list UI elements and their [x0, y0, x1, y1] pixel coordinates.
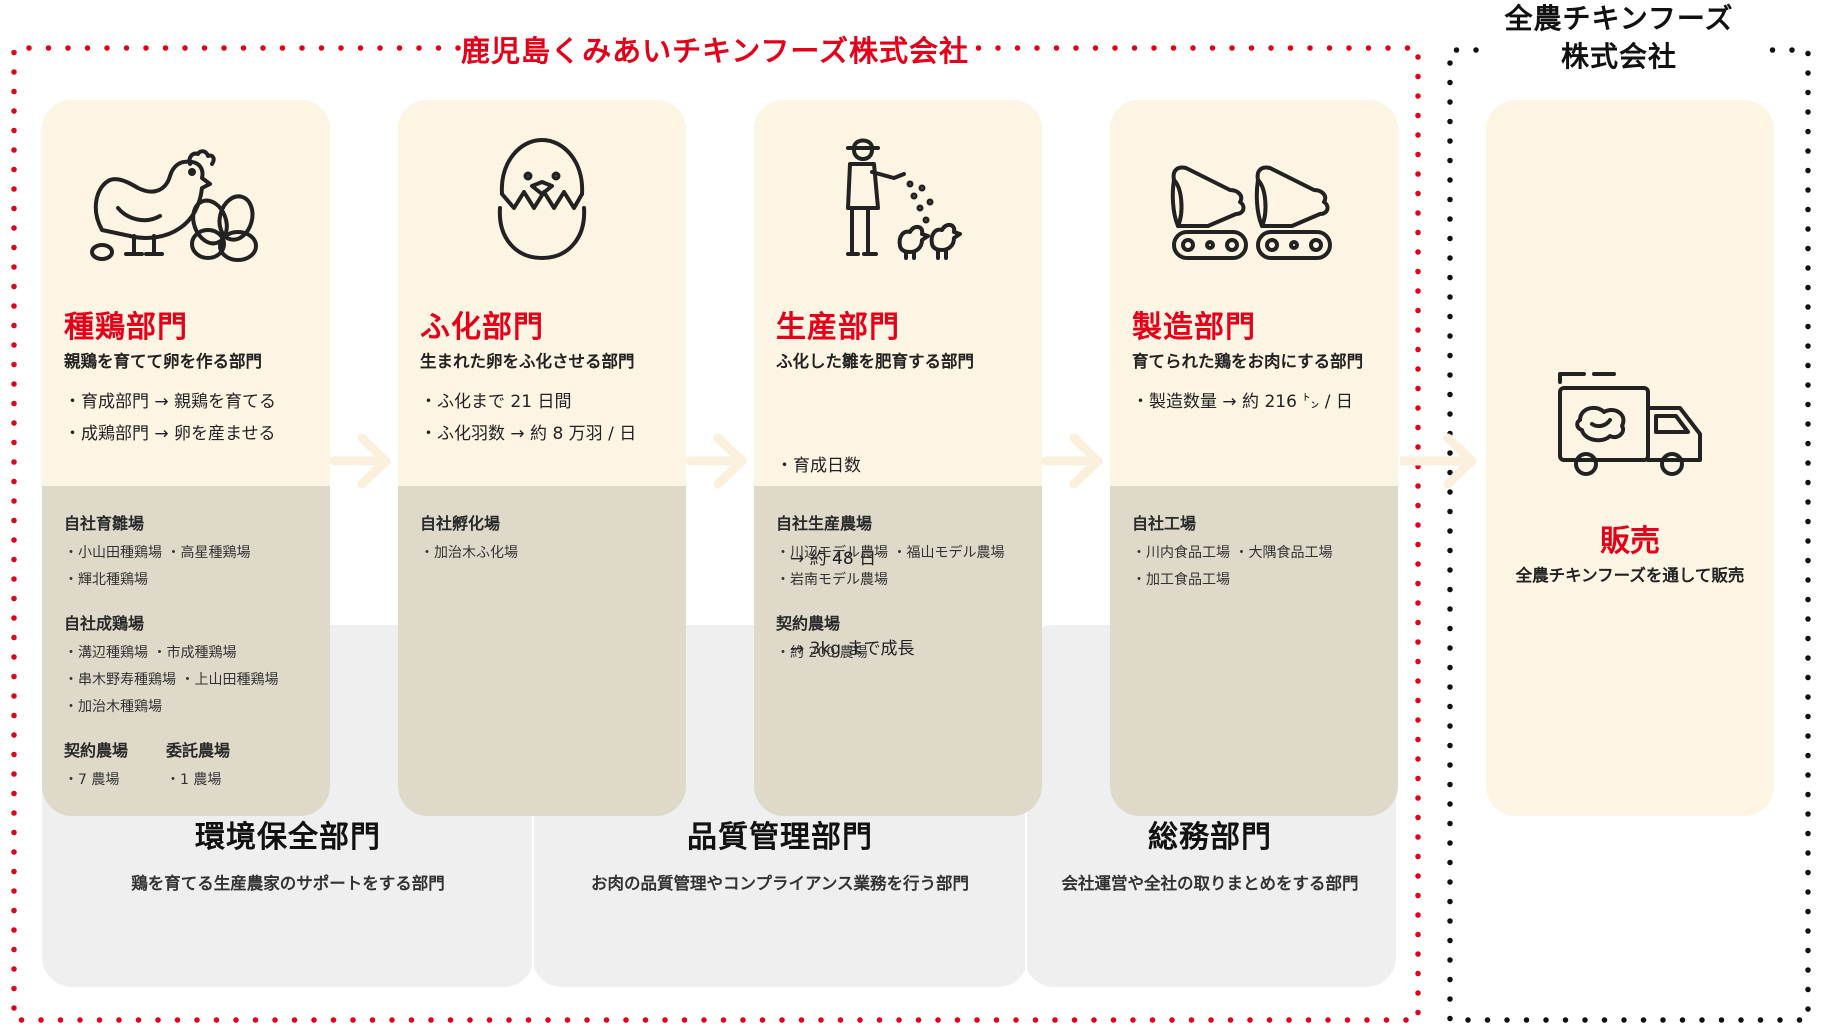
facility-line: ・加工食品工場	[1132, 572, 1230, 588]
hen-eggs-icon	[90, 149, 258, 262]
company-sales-title: 全農チキンフーズ 株式会社	[1476, 0, 1762, 76]
facility-group: 自社生産農場 ・川辺モデル農場 ・福山モデル農場 ・岩南モデル農場	[776, 510, 1036, 594]
facility-line: ・川内食品工場 ・大隅食品工場	[1132, 545, 1333, 561]
card-production: 生産部門 ふ化した雛を肥育する部門 ・育成日数 → 約 48 日 → 3kg ま…	[754, 100, 1042, 816]
facility-heading: 自社成鶏場	[64, 614, 145, 633]
card-description: 親鶏を育てて卵を作る部門	[64, 352, 262, 371]
facility-line: ・溝辺種鶏場 ・市成種鶏場	[64, 645, 237, 661]
card-points: ・育成部門 → 親鶏を育てる・成鶏部門 → 卵を産ませる	[64, 386, 276, 450]
card-name: ふ化部門	[420, 310, 544, 345]
card-manufacturing: 製造部門 育てられた鶏をお肉にする部門 ・製造数量 → 約 216 ㌧ / 日 …	[1110, 100, 1398, 816]
card-name: 製造部門	[1132, 310, 1256, 345]
facility-heading: 自社工場	[1132, 514, 1197, 533]
card-point: ・成鶏部門 → 卵を産ませる	[64, 424, 276, 444]
facility-line: ・川辺モデル農場 ・福山モデル農場	[776, 545, 1005, 561]
facility-heading: 自社孵化場	[420, 514, 501, 533]
facility-group: 自社工場 ・川内食品工場 ・大隅食品工場 ・加工食品工場	[1132, 510, 1392, 594]
support-dept-environment: 環境保全部門 鶏を育てる生産農家のサポートをする部門	[42, 812, 534, 894]
card-points: ・育成日数 → 約 48 日 → 3kg まで成長	[776, 386, 915, 726]
facility-line: ・加治木種鶏場	[64, 699, 162, 715]
facility-group: 契約農場 ・7 農場	[64, 737, 128, 794]
dept-description: お肉の品質管理やコンプライアンス業務を行う部門	[590, 874, 969, 893]
delivery-truck-icon	[1558, 372, 1702, 476]
card-top	[754, 100, 1042, 486]
sales-description: 全農チキンフーズを通して販売	[1515, 566, 1745, 585]
company-main-title: 鹿児島くみあいチキンフーズ株式会社	[461, 34, 969, 68]
card-top	[398, 100, 686, 486]
card-description: 育てられた鶏をお肉にする部門	[1132, 352, 1364, 371]
meat-conveyor-icon	[1170, 165, 1332, 260]
farmer-feeding-chicks-icon	[846, 138, 962, 260]
dept-name: 総務部門	[1148, 820, 1272, 855]
flow-arrow-icon	[1042, 433, 1103, 489]
card-top	[42, 100, 330, 486]
facility-line: ・小山田種鶏場 ・高星種鶏場	[64, 545, 251, 561]
facility-line: ・加治木ふ化場	[420, 545, 518, 561]
card-point: ・ふ化まで 21 日間	[420, 392, 572, 412]
facility-line: ・1 農場	[166, 772, 222, 788]
flow-arrow-icon	[1400, 433, 1477, 489]
support-divider-1	[532, 812, 534, 987]
facility-line: ・7 農場	[64, 772, 120, 788]
facility-group: 自社孵化場 ・加治木ふ化場	[420, 510, 680, 567]
company-sales-title-line1: 全農チキンフーズ	[1504, 2, 1734, 35]
facility-line: ・串木野寿種鶏場 ・上山田種鶏場	[64, 672, 279, 688]
card-top	[1110, 100, 1398, 486]
card-facilities: 自社育雛場 ・小山田種鶏場 ・高星種鶏場 ・輝北種鶏場 自社成鶏場 ・溝辺種鶏場…	[64, 510, 324, 794]
flow-arrow-icon	[330, 433, 391, 489]
card-point: ・育成日数	[776, 456, 861, 476]
card-name: 生産部門	[776, 310, 900, 345]
company-sales-title-line2: 株式会社	[1560, 40, 1677, 73]
facility-columns: 契約農場 ・7 農場 委託農場 ・1 農場	[64, 737, 324, 794]
facility-heading: 自社育雛場	[64, 514, 145, 533]
facility-group: 委託農場 ・1 農場	[166, 737, 230, 794]
card-point: ・ふ化羽数 → 約 8 万羽 / 日	[420, 424, 637, 444]
card-description: ふ化した雛を肥育する部門	[776, 352, 974, 371]
facility-line: ・約 200 農場	[776, 645, 868, 661]
support-divider-2	[1025, 812, 1027, 987]
card-facilities: 自社生産農場 ・川辺モデル農場 ・福山モデル農場 ・岩南モデル農場 契約農場 ・…	[776, 510, 1036, 683]
sales-name: 販売	[1600, 524, 1660, 559]
dept-description: 会社運営や全社の取りまとめをする部門	[1061, 874, 1359, 893]
card-facilities: 自社孵化場 ・加治木ふ化場	[420, 510, 680, 583]
card-facilities: 自社工場 ・川内食品工場 ・大隅食品工場 ・加工食品工場	[1132, 510, 1392, 610]
facility-heading: 契約農場	[64, 741, 129, 760]
card-hatching: ふ化部門 生まれた卵をふ化させる部門 ・ふ化まで 21 日間・ふ化羽数 → 約 …	[398, 100, 686, 816]
dept-name: 品質管理部門	[687, 820, 873, 855]
facility-group: 契約農場 ・約 200 農場	[776, 610, 1036, 667]
dept-description: 鶏を育てる生産農家のサポートをする部門	[131, 874, 445, 893]
card-point: ・製造数量 → 約 216 ㌧ / 日	[1132, 392, 1353, 412]
card-name: 種鶏部門	[64, 310, 188, 345]
facility-heading: 契約農場	[776, 614, 841, 633]
support-dept-quality: 品質管理部門 お肉の品質管理やコンプライアンス業務を行う部門	[532, 812, 1028, 894]
facility-heading: 委託農場	[166, 741, 231, 760]
card-description: 生まれた卵をふ化させる部門	[420, 352, 635, 371]
facility-line: ・岩南モデル農場	[776, 572, 888, 588]
card-points: ・製造数量 → 約 216 ㌧ / 日	[1132, 386, 1353, 418]
facility-group: 自社成鶏場 ・溝辺種鶏場 ・市成種鶏場 ・串木野寿種鶏場 ・上山田種鶏場 ・加治…	[64, 610, 324, 721]
card-subpoint: → 3kg まで成長	[790, 639, 915, 659]
flow-arrow-icon	[686, 433, 747, 489]
facility-heading: 自社生産農場	[776, 514, 873, 533]
card-subpoint: → 約 48 日	[790, 549, 877, 569]
facility-line: ・輝北種鶏場	[64, 572, 148, 588]
card-points: ・ふ化まで 21 日間・ふ化羽数 → 約 8 万羽 / 日	[420, 386, 636, 450]
facility-group: 自社育雛場 ・小山田種鶏場 ・高星種鶏場 ・輝北種鶏場	[64, 510, 324, 594]
card-breeding: 種鶏部門 親鶏を育てて卵を作る部門 ・育成部門 → 親鶏を育てる・成鶏部門 → …	[42, 100, 330, 816]
card-point: ・育成部門 → 親鶏を育てる	[64, 392, 277, 412]
hatching-chick-icon	[497, 138, 587, 260]
dept-name: 環境保全部門	[195, 820, 381, 855]
support-dept-general-affairs: 総務部門 会社運営や全社の取りまとめをする部門	[1024, 812, 1396, 894]
